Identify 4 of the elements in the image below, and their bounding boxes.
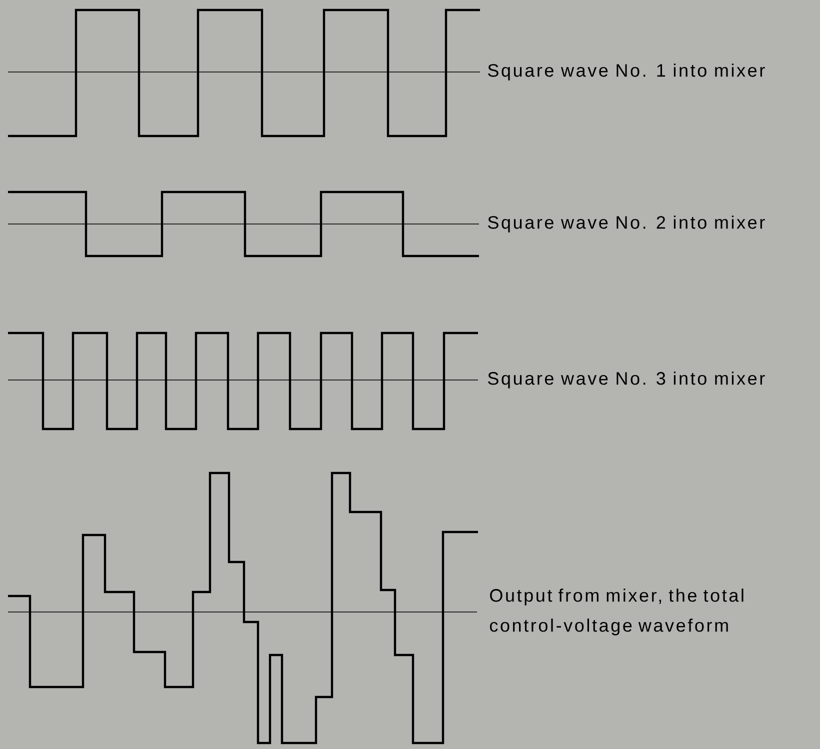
waveform-label: Output from mixer, the total control-voltage waveform	[490, 588, 744, 636]
waveform-label: Square wave No. 2 into mixer	[488, 216, 765, 232]
waveform-label: Square wave No. 3 into mixer	[488, 372, 765, 388]
waveform-label: Square wave No. 1 into mixer	[488, 64, 765, 80]
